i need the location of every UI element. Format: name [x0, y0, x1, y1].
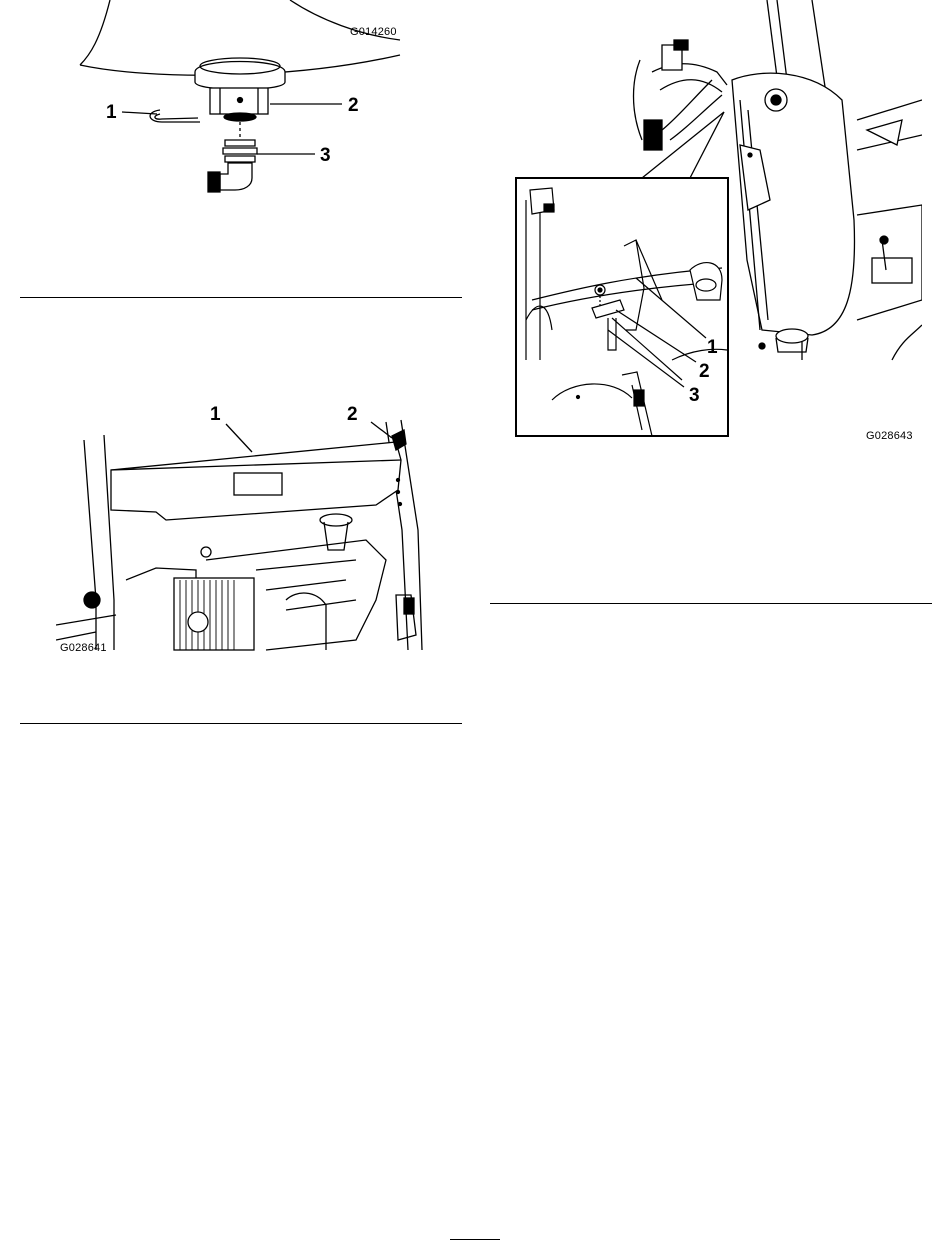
tank-mount-illustration	[512, 0, 922, 450]
figure-fuel-fitting: G014260 1 2 3	[60, 0, 420, 200]
figure-id-label: G028641	[60, 642, 107, 654]
rear-shroud-illustration	[56, 400, 428, 655]
callout-number: 2	[348, 96, 359, 115]
callout-number: 3	[689, 386, 700, 405]
figure-id-label: G014260	[350, 26, 397, 38]
callout-number: 2	[347, 405, 358, 424]
callout-number: 2	[699, 362, 710, 381]
callout-number: 1	[106, 103, 117, 122]
figure-id-label: G028643	[866, 430, 913, 442]
section-divider	[490, 603, 932, 604]
callout-number: 1	[210, 405, 221, 424]
figure-rear-shroud: 1 2 G028641	[56, 400, 428, 655]
page-footer-rule	[450, 1239, 500, 1240]
callout-number: 1	[707, 338, 718, 357]
section-divider	[20, 297, 462, 298]
section-divider	[20, 723, 462, 724]
callout-number: 3	[320, 146, 331, 165]
figure-tank-mount: 1 2 3 G028643	[512, 0, 922, 450]
